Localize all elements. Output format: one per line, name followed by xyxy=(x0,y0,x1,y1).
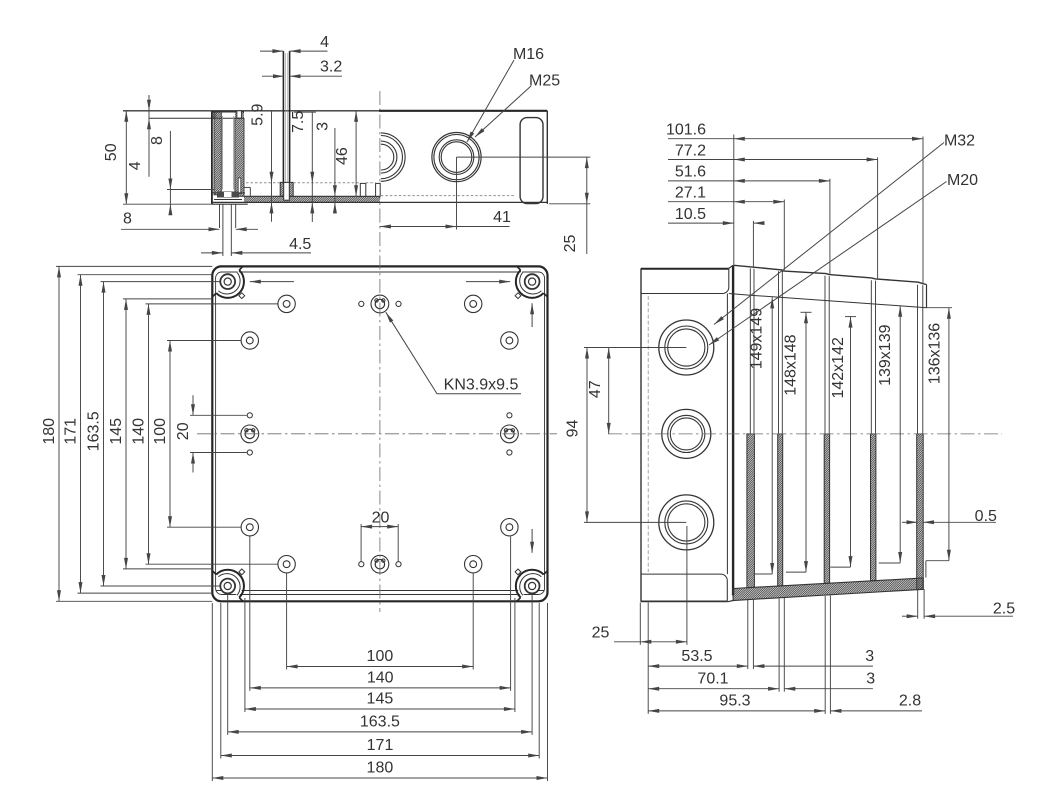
svg-text:139x139: 139x139 xyxy=(877,324,894,385)
svg-text:25: 25 xyxy=(592,625,610,642)
svg-text:4: 4 xyxy=(127,161,144,170)
svg-text:140: 140 xyxy=(367,670,394,687)
svg-text:4: 4 xyxy=(320,34,329,51)
svg-text:180: 180 xyxy=(41,418,58,445)
svg-text:70.1: 70.1 xyxy=(697,670,728,687)
svg-text:163.5: 163.5 xyxy=(360,714,400,731)
svg-text:0.5: 0.5 xyxy=(975,508,997,525)
svg-text:46: 46 xyxy=(334,147,351,165)
svg-text:171: 171 xyxy=(63,418,80,445)
svg-text:145: 145 xyxy=(367,691,394,708)
svg-text:136x136: 136x136 xyxy=(926,323,943,384)
svg-text:47: 47 xyxy=(587,380,604,398)
svg-text:5.9: 5.9 xyxy=(249,103,266,125)
svg-text:94: 94 xyxy=(565,420,582,438)
svg-text:140: 140 xyxy=(131,418,148,445)
svg-text:77.2: 77.2 xyxy=(675,142,706,159)
svg-text:2.5: 2.5 xyxy=(993,601,1015,618)
svg-text:10.5: 10.5 xyxy=(675,206,706,223)
svg-text:M16: M16 xyxy=(513,46,544,63)
svg-text:100: 100 xyxy=(367,648,394,665)
svg-text:20: 20 xyxy=(175,422,192,440)
svg-text:163.5: 163.5 xyxy=(86,411,103,451)
svg-text:8: 8 xyxy=(149,136,166,145)
svg-text:101.6: 101.6 xyxy=(666,122,706,139)
svg-text:4.5: 4.5 xyxy=(289,236,311,253)
svg-text:3: 3 xyxy=(314,122,331,131)
svg-text:20: 20 xyxy=(372,510,390,527)
svg-text:41: 41 xyxy=(493,209,511,226)
svg-text:3: 3 xyxy=(865,648,874,665)
svg-text:145: 145 xyxy=(108,418,125,445)
svg-text:3: 3 xyxy=(866,670,875,687)
svg-text:3.2: 3.2 xyxy=(320,58,342,75)
svg-text:148x148: 148x148 xyxy=(782,334,799,395)
svg-text:95.3: 95.3 xyxy=(719,693,750,710)
svg-text:50: 50 xyxy=(103,143,120,161)
svg-text:7.5: 7.5 xyxy=(290,111,307,133)
svg-text:25: 25 xyxy=(562,235,579,253)
svg-text:142x142: 142x142 xyxy=(830,337,847,398)
svg-text:171: 171 xyxy=(367,737,394,754)
svg-text:180: 180 xyxy=(367,760,394,777)
svg-text:51.6: 51.6 xyxy=(675,164,706,181)
svg-text:KN3.9x9.5: KN3.9x9.5 xyxy=(444,376,519,393)
svg-text:149x149: 149x149 xyxy=(749,308,766,369)
svg-text:2.8: 2.8 xyxy=(899,693,921,710)
svg-text:M25: M25 xyxy=(529,73,560,90)
svg-text:8: 8 xyxy=(123,211,132,228)
svg-text:M20: M20 xyxy=(947,172,978,189)
svg-text:27.1: 27.1 xyxy=(675,185,706,202)
svg-text:53.5: 53.5 xyxy=(681,648,712,665)
svg-text:M32: M32 xyxy=(944,132,975,149)
svg-text:100: 100 xyxy=(152,418,169,445)
